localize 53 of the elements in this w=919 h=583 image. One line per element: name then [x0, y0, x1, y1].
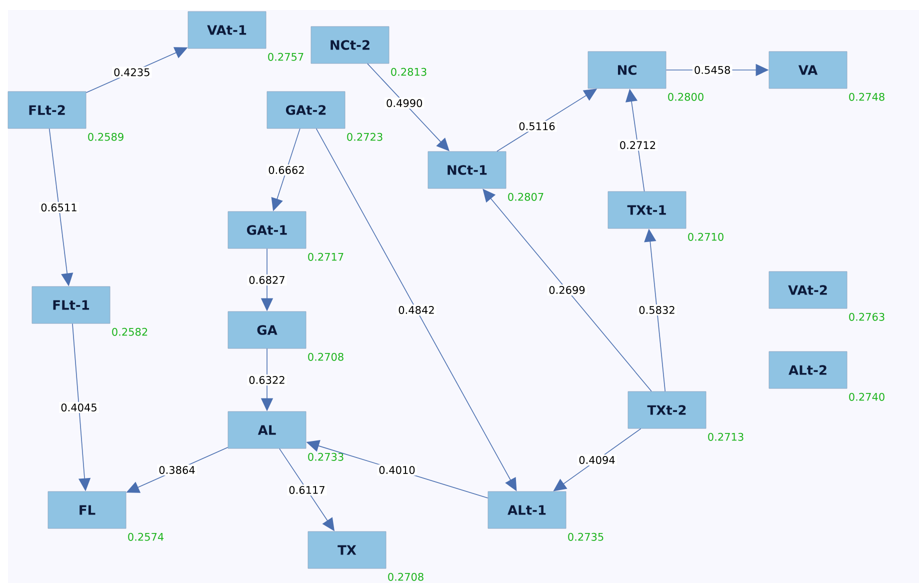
probability-label: 0.2710	[688, 232, 724, 241]
node-box: VA	[768, 51, 848, 89]
edge-label: 0.4094	[577, 454, 617, 466]
edge-label: 0.2712	[618, 140, 658, 151]
probability-label: 0.2757	[268, 52, 304, 61]
edge-label: 0.5832	[637, 304, 677, 316]
edge-label: 0.4235	[112, 66, 152, 78]
node-box: FL	[48, 491, 126, 529]
probability-label: 0.2735	[568, 532, 604, 541]
node-box: FLt-2	[8, 91, 86, 129]
node-box: ALt-1	[488, 491, 566, 529]
edge-label: 0.6662	[266, 164, 306, 176]
probability-label: 0.2713	[708, 432, 744, 441]
edge-label: 0.6511	[39, 202, 79, 213]
edge-label: 0.4842	[396, 304, 436, 316]
edge-label: 0.6117	[287, 484, 327, 496]
edge-label: 0.4045	[59, 402, 99, 413]
edge-label: 0.4990	[384, 98, 424, 109]
edge-label: 0.5116	[517, 120, 557, 132]
probability-label: 0.2589	[88, 132, 124, 141]
probability-label: 0.2582	[112, 328, 148, 336]
probability-label: 0.2717	[308, 252, 344, 261]
node-box: NC	[588, 51, 666, 89]
probability-label: 0.2807	[508, 192, 544, 201]
node-box: TX	[308, 531, 386, 569]
edge-label: 0.5458	[692, 64, 732, 76]
probability-label: 0.2740	[849, 392, 884, 401]
probability-label: 0.2574	[128, 532, 164, 541]
probability-label: 0.2708	[308, 352, 344, 361]
node-box: GAt-2	[266, 91, 346, 129]
edge-label: 0.3864	[157, 464, 197, 476]
probability-label: 0.2708	[388, 572, 424, 581]
probability-label: 0.2800	[668, 92, 704, 101]
edge-label: 0.4010	[377, 464, 417, 476]
node-box: TXt-2	[628, 391, 706, 429]
node-box: FLt-1	[32, 286, 110, 324]
edge-label: 0.2699	[547, 284, 587, 296]
node-box: VAt-2	[768, 271, 848, 309]
probability-label: 0.2763	[849, 312, 884, 321]
node-box: TXt-1	[608, 191, 686, 229]
node-box: VAt-1	[188, 11, 266, 49]
node-box: ALt-2	[768, 351, 848, 389]
probability-label: 0.2723	[347, 132, 382, 141]
node-box: AL	[228, 411, 306, 449]
edge-label: 0.6827	[247, 274, 287, 286]
node-box: GAt-1	[228, 211, 306, 249]
probability-label: 0.2733	[308, 452, 344, 461]
node-box: NCt-2	[310, 26, 390, 64]
probability-label: 0.2813	[391, 68, 426, 76]
node-box: NCt-1	[428, 151, 506, 189]
probability-label: 0.2748	[849, 92, 884, 101]
edge-label: 0.6322	[247, 374, 287, 386]
node-box: GA	[228, 311, 306, 349]
